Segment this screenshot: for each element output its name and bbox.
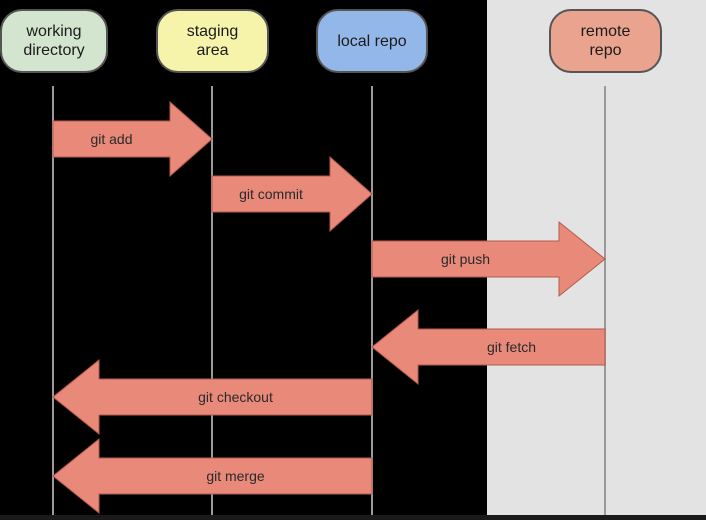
node-label: local repo bbox=[337, 32, 407, 50]
arrow-git-push: git push bbox=[371, 220, 606, 298]
arrow-git-checkout: git checkout bbox=[52, 358, 373, 436]
bottom-edge bbox=[0, 515, 706, 520]
arrow-label: git merge bbox=[206, 468, 265, 484]
lifeline-local-repo bbox=[371, 86, 373, 515]
arrow-git-commit: git commit bbox=[211, 155, 373, 233]
arrow-shape bbox=[211, 155, 373, 233]
arrow-git-merge: git merge bbox=[52, 437, 373, 515]
arrow-label: git fetch bbox=[487, 339, 536, 355]
node-working-directory: working directory bbox=[0, 9, 108, 73]
node-label: working directory bbox=[23, 23, 85, 59]
arrow-label: git push bbox=[441, 251, 490, 267]
arrow-shape bbox=[371, 220, 606, 298]
lifeline-remote-repo bbox=[604, 86, 606, 515]
lifeline-working-directory bbox=[52, 86, 54, 515]
arrow-shape bbox=[52, 358, 373, 436]
arrow-shape bbox=[371, 308, 606, 386]
arrow-shape bbox=[52, 100, 213, 178]
node-local-repo: local repo bbox=[316, 9, 428, 73]
node-remote-repo: remote repo bbox=[549, 9, 662, 73]
arrow-git-add: git add bbox=[52, 100, 213, 178]
node-label: remote repo bbox=[580, 23, 631, 59]
arrow-git-fetch: git fetch bbox=[371, 308, 606, 386]
arrow-label: git add bbox=[90, 131, 132, 147]
node-staging-area: staging area bbox=[156, 9, 269, 73]
lifeline-staging-area bbox=[211, 86, 213, 515]
arrow-shape bbox=[52, 437, 373, 515]
arrow-label: git commit bbox=[239, 186, 303, 202]
arrow-label: git checkout bbox=[198, 389, 273, 405]
node-label: staging area bbox=[186, 23, 239, 59]
